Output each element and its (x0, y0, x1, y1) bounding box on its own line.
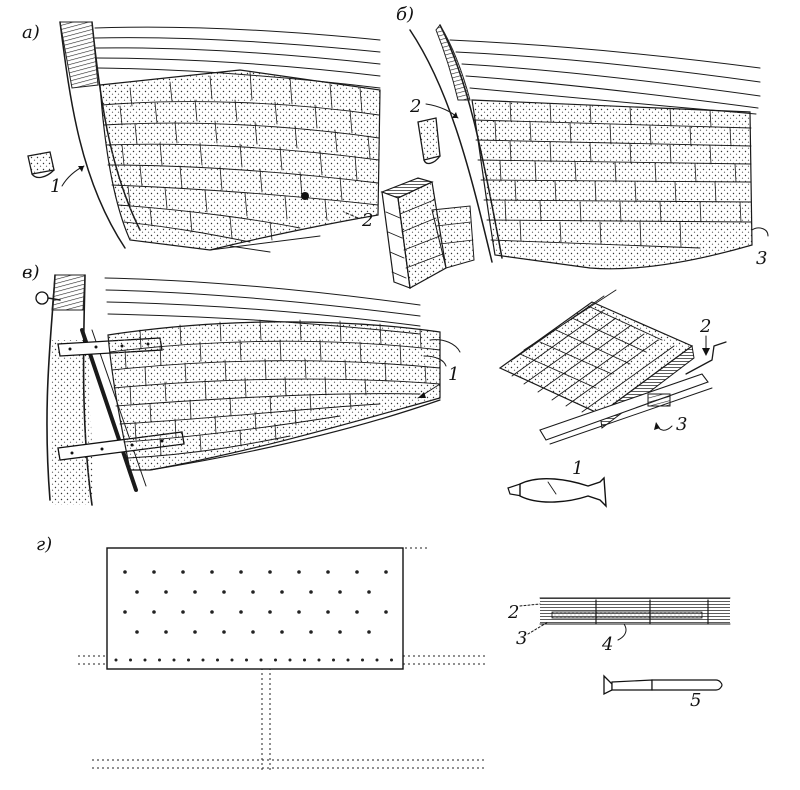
panel-v-detail (498, 289, 727, 445)
hole (384, 570, 388, 574)
panel-b: б) (380, 4, 769, 289)
hole (164, 590, 168, 594)
hole (338, 630, 342, 634)
hole (193, 590, 197, 594)
hole (239, 570, 243, 574)
hole (123, 570, 127, 574)
panel-a-tiles (99, 69, 381, 251)
hole (326, 610, 330, 614)
hole (172, 658, 176, 662)
hole (230, 658, 234, 662)
hole (367, 630, 371, 634)
panel-a-callout-1: 1 (50, 176, 61, 197)
panel-g-callout-3: 3 (516, 628, 527, 649)
panel-v-post (35, 274, 94, 506)
mallet-tool (507, 476, 607, 508)
hole (390, 658, 393, 662)
hole (181, 570, 185, 574)
hole (303, 658, 306, 662)
panel-a-letter: а) (22, 22, 40, 43)
panel-v: в) (22, 262, 727, 508)
hole (375, 658, 379, 662)
hole (216, 658, 219, 662)
hole (245, 658, 248, 662)
panel-g-letter: г) (36, 534, 52, 555)
hole (332, 658, 335, 662)
hole (164, 630, 168, 634)
panel-holes (114, 570, 393, 662)
hole (274, 658, 277, 662)
panel-b-callout-3: 3 (756, 248, 767, 269)
nail-tool (603, 674, 723, 696)
hole (239, 610, 243, 614)
hole (135, 630, 139, 634)
hole (187, 658, 190, 662)
hole (297, 610, 301, 614)
hole (268, 570, 272, 574)
hole (280, 630, 284, 634)
hole (309, 630, 313, 634)
hole (129, 658, 132, 662)
hole (181, 610, 185, 614)
hole (114, 658, 118, 662)
panel-b-callout-2: 2 (409, 96, 421, 117)
hole (210, 570, 214, 574)
dark-spot (301, 192, 309, 200)
hole (309, 590, 313, 594)
panel-v-tiles (107, 319, 441, 471)
hole (355, 570, 359, 574)
panel-v-callout-3: 3 (676, 414, 687, 435)
hole (123, 610, 127, 614)
panel-v-letter: в) (22, 262, 40, 283)
hole (317, 658, 321, 662)
panel-g-callout-4: 4 (601, 634, 613, 655)
panel-b-plank-stack (380, 177, 475, 289)
panel-b-part-icon (417, 117, 441, 165)
hole (384, 610, 388, 614)
panel-g-callout-2: 2 (507, 602, 519, 623)
perforated-panel (106, 547, 404, 670)
panel-a-callout-2: 2 (361, 210, 373, 231)
hole (251, 630, 255, 634)
hole (280, 590, 284, 594)
hole (201, 658, 205, 662)
panel-g-callout-5: 5 (690, 690, 701, 711)
hole (193, 630, 197, 634)
hole (143, 658, 147, 662)
panel-g-section (539, 597, 731, 625)
hole (268, 610, 272, 614)
hole (152, 610, 156, 614)
panel-a-part-icon (27, 151, 55, 179)
hole (158, 658, 161, 662)
hole (346, 658, 350, 662)
hole (152, 570, 156, 574)
hole (288, 658, 292, 662)
panel-b-letter: б) (396, 4, 414, 25)
hole (259, 658, 263, 662)
hole (367, 590, 371, 594)
hole (222, 590, 226, 594)
hole (135, 590, 139, 594)
hole (355, 610, 359, 614)
panel-a: а) (22, 21, 381, 253)
hole (297, 570, 301, 574)
hole (251, 590, 255, 594)
panel-v-callout-2: 2 (699, 316, 711, 337)
hole (222, 630, 226, 634)
panel-b-tiles (471, 99, 753, 270)
hole (210, 610, 214, 614)
hole (338, 590, 342, 594)
panel-v-callout-1b: 1 (572, 458, 583, 479)
hole (361, 658, 364, 662)
panel-g: г) 2 3 4 (36, 534, 731, 770)
panel-v-callout-1: 1 (448, 364, 459, 385)
hole (326, 570, 330, 574)
